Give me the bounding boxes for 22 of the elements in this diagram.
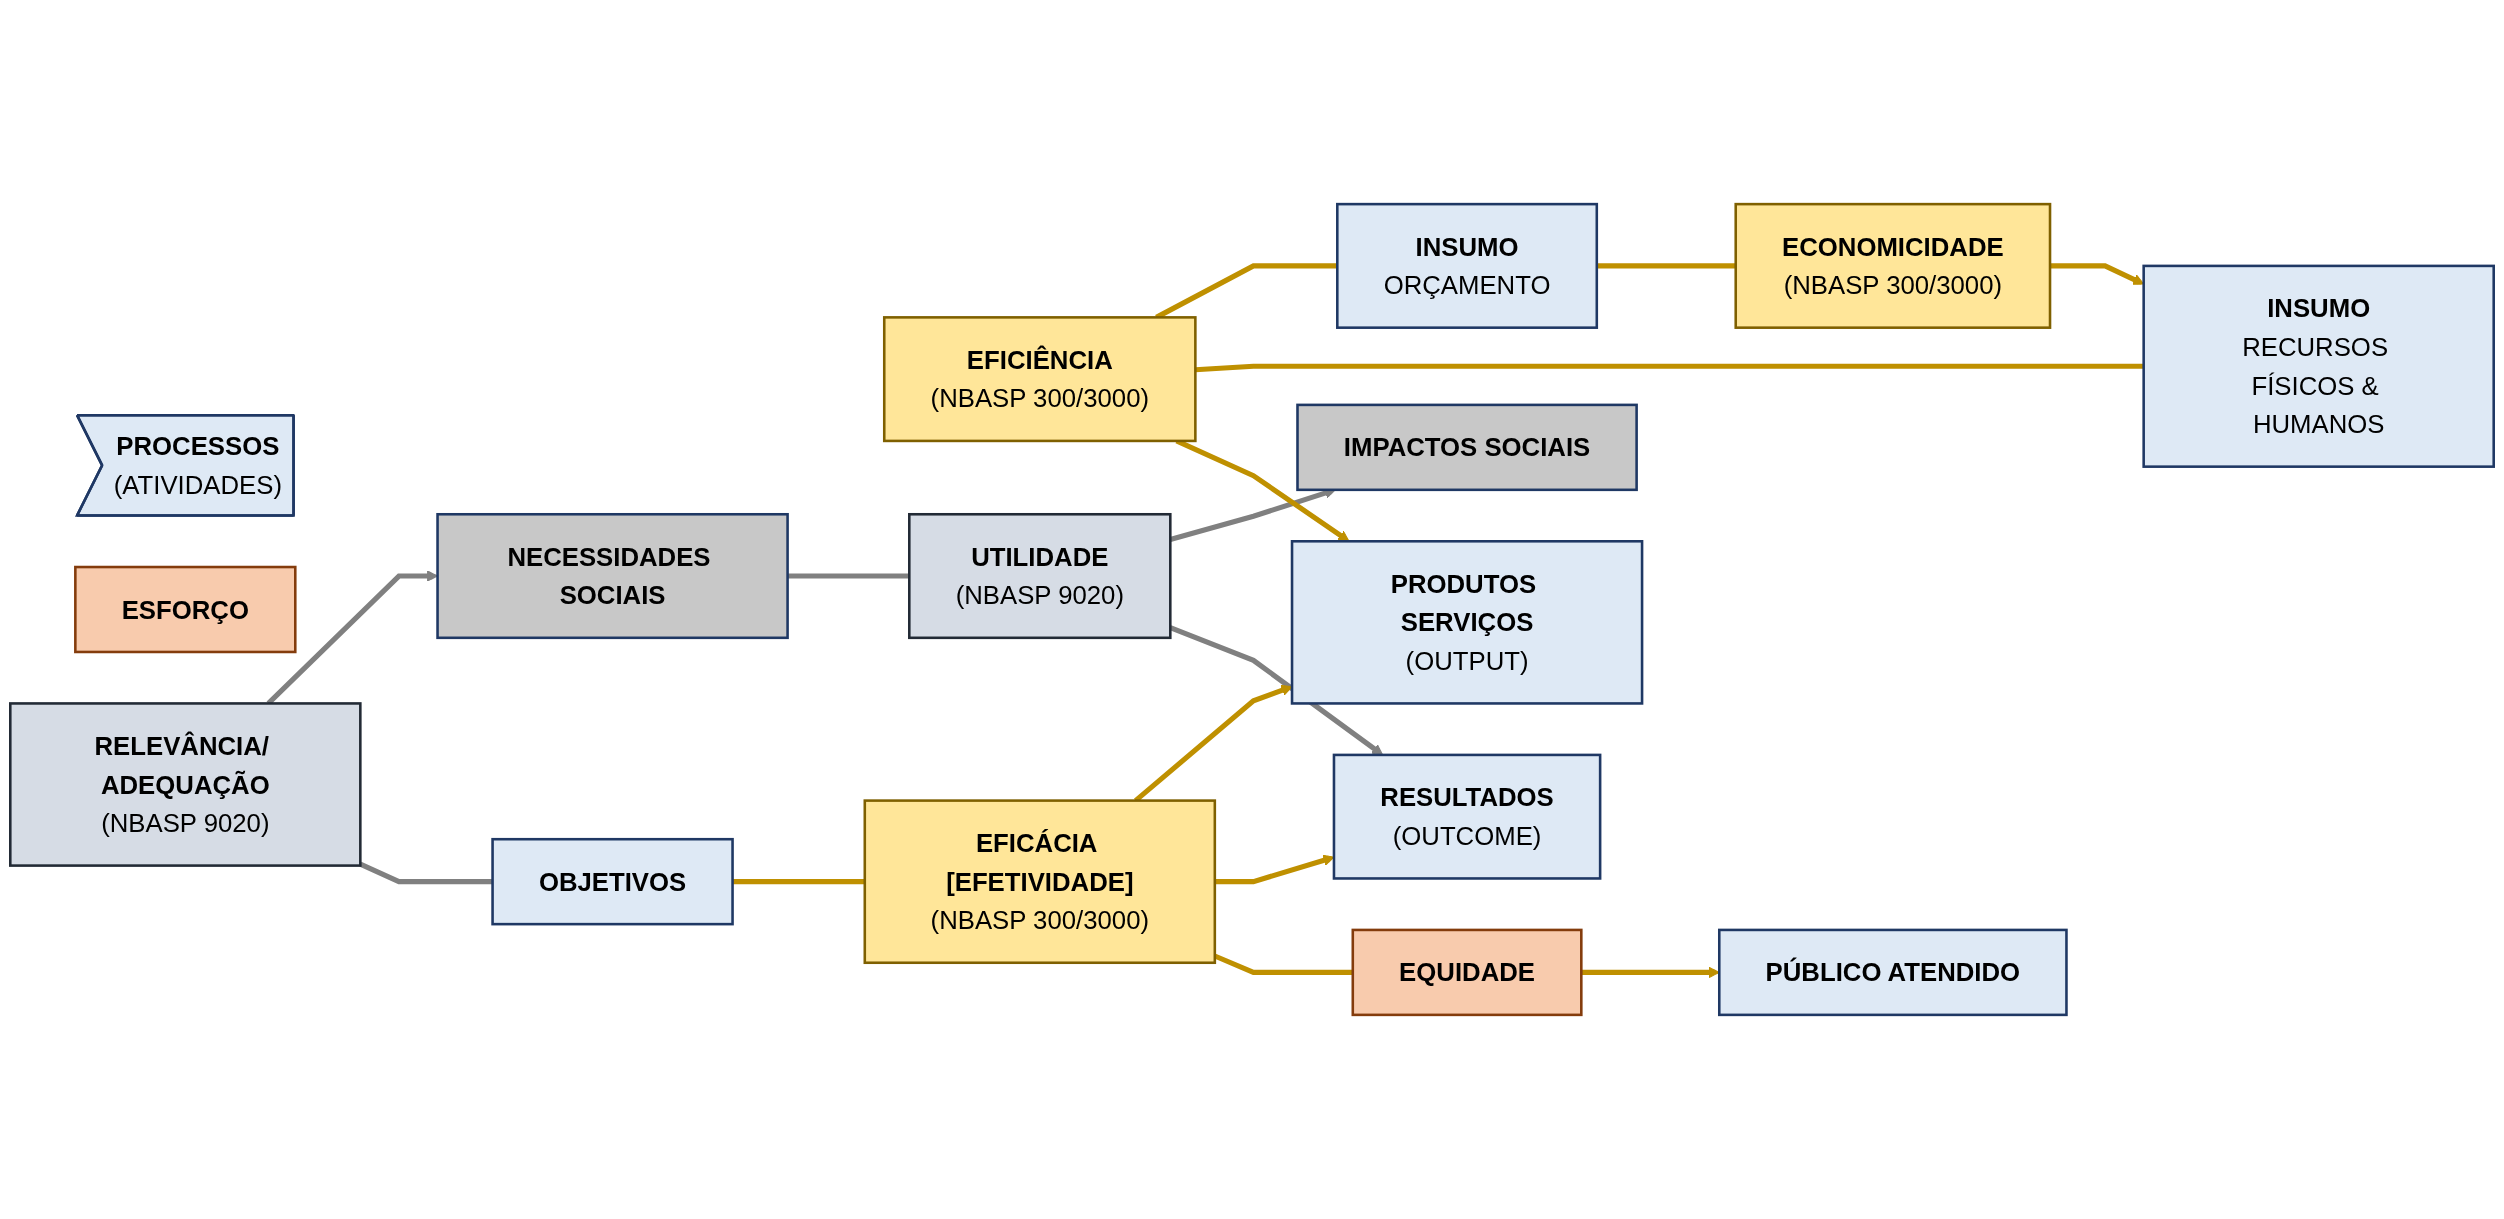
node-box: UTILIDADE (NBASP 9020) [908, 513, 1172, 640]
node-box: ECONOMICIDADE (NBASP 300/3000) [1734, 202, 2052, 329]
connector [1195, 363, 2144, 373]
connector [787, 573, 910, 579]
node-box: PÚBLICO ATENDIDO [1718, 928, 2068, 1017]
connector [1596, 263, 1736, 269]
node-box: INSUMO RECURSOS FÍSICOS & HUMANOS [2142, 264, 2495, 468]
connector [359, 861, 493, 885]
node-box: NECESSIDADES SOCIAIS [436, 513, 789, 640]
node-box: EFICÁCIA [EFETIVIDADE] (NBASP 300/3000) [863, 799, 1217, 965]
arrow [1581, 966, 1720, 979]
node-box: EFICIÊNCIA (NBASP 300/3000) [882, 316, 1197, 443]
connector [732, 879, 865, 885]
connector [1213, 953, 1353, 975]
node-box: OBJETIVOS [491, 837, 734, 926]
node-box: INSUMO ORÇAMENTO [1336, 202, 1599, 329]
node-box: IMPACTOS SOCIAIS [1296, 403, 1638, 492]
node-box: ESFORÇO [74, 565, 297, 654]
node-box: RESULTADOS (OUTCOME) [1332, 753, 1602, 880]
node-box: RELEVÂNCIA/ ADEQUAÇÃO (NBASP 9020) [9, 702, 362, 867]
node-box: EQUIDADE [1351, 928, 1583, 1017]
node-box: PRODUTOS SERVIÇOS (OUTPUT) [1290, 540, 1644, 705]
